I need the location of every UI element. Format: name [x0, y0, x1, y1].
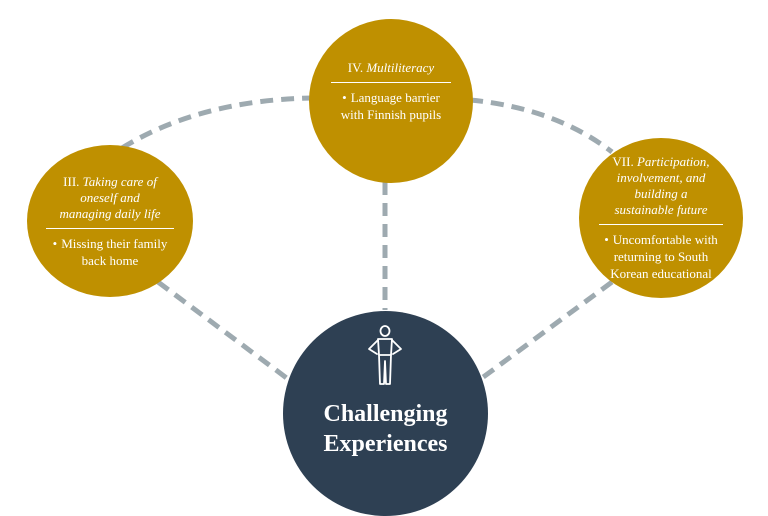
connector-multiliteracy-to-participation: [469, 97, 614, 154]
connector-daily-to-multiliteracy: [120, 95, 313, 151]
person-figure-icon: [368, 325, 402, 385]
node-daily-life: III. Taking care of oneself and managing…: [27, 145, 193, 297]
node-title-line1: Taking care of: [82, 173, 157, 189]
divider: [46, 227, 174, 229]
bullet: •: [52, 235, 58, 251]
node-title-line3: building a: [634, 186, 688, 201]
item-text: Language barrier with Finnish pupils: [340, 89, 442, 122]
connector-daily-to-center: [156, 279, 294, 385]
item-text: Missing their family back home: [61, 235, 168, 268]
connector-participation-to-center: [480, 279, 614, 381]
node-title-line4: sustainable future: [614, 202, 708, 217]
item-text: Uncomfortable with returning to South Ko…: [610, 232, 718, 281]
bullet: •: [342, 89, 347, 105]
node-numeral: VII.: [612, 154, 634, 169]
list-item: •Language barrier with Finnish pupils: [331, 89, 451, 123]
bullet: •: [604, 232, 609, 247]
center-title-line2: Experiences: [323, 431, 448, 457]
diagram: IV. Multiliteracy •Language barrier with…: [27, 19, 743, 516]
node-title-line2: oneself and: [80, 189, 140, 205]
divider: [599, 224, 723, 225]
node-heading: IV. Multiliteracy: [348, 60, 434, 76]
center-title: Challenging Experiences: [283, 399, 488, 459]
list-item: •Missing their family back home: [47, 235, 173, 269]
node-numeral: IV.: [347, 59, 364, 75]
node-participation: VII. Participation, involvement, and bui…: [579, 138, 743, 298]
node-heading: III. Taking care of oneself and managing…: [59, 174, 160, 222]
node-multiliteracy: IV. Multiliteracy •Language barrier with…: [309, 19, 473, 183]
connector-lines: [120, 95, 614, 385]
node-title-line3: managing daily life: [59, 205, 161, 221]
center-title-line1: Challenging: [323, 401, 448, 427]
node-title-line1: Participation,: [636, 154, 710, 169]
divider: [331, 81, 451, 83]
node-heading: VII. Participation, involvement, and bui…: [612, 154, 709, 218]
node-title: Multiliteracy: [366, 59, 435, 75]
list-item: •Uncomfortable with returning to South K…: [597, 231, 725, 282]
node-title-line2: involvement, and: [616, 170, 706, 185]
node-challenging-experiences: Challenging Experiences: [283, 311, 488, 516]
node-numeral: III.: [63, 173, 80, 189]
